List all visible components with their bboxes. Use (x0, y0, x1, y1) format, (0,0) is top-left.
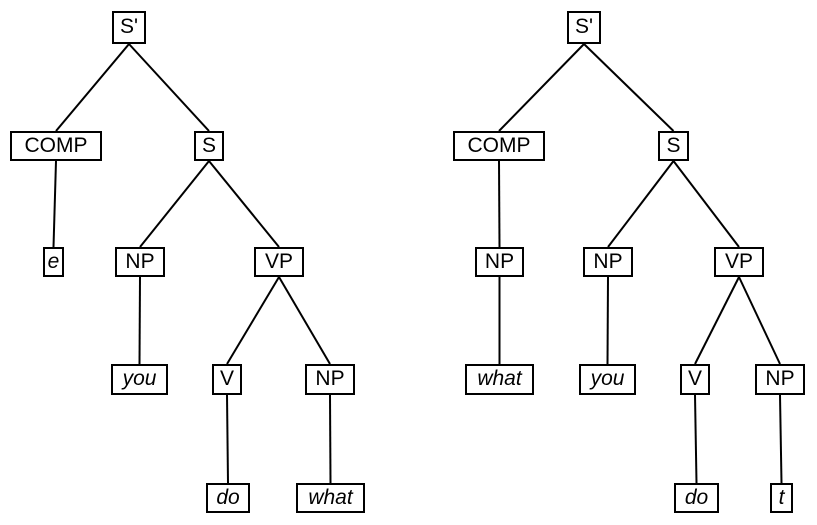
tree-edge-L-VP-to-L-V (226, 276, 280, 365)
tree-edge-R-Sbar-to-R-S (583, 43, 675, 132)
tree-node-label: V (219, 367, 234, 390)
tree-node-you: you (579, 364, 636, 395)
tree-edge-R-Sbar-to-R-COMP (498, 43, 585, 132)
tree-node-do: do (206, 483, 250, 513)
tree-node-label: t (778, 485, 785, 509)
tree-edge-R-COMP-to-R-NP0 (498, 160, 501, 248)
tree-node-vp: VP (254, 247, 304, 277)
tree-node-np: NP (305, 364, 355, 395)
tree-node-label: NP (765, 367, 795, 390)
tree-node-label: S (666, 133, 681, 157)
tree-node-you: you (111, 364, 168, 395)
tree-node-do: do (674, 483, 719, 513)
tree-node-what: what (296, 483, 365, 513)
tree-node-label: COMP (24, 133, 88, 157)
tree-edge-L-Sbar-to-L-COMP (55, 43, 130, 132)
tree-node-label: S' (119, 15, 139, 38)
tree-edge-R-NP2-to-R-t (779, 394, 783, 484)
tree-edge-R-S-to-R-VP (672, 160, 740, 248)
tree-edge-L-Sbar-to-L-S (128, 43, 210, 132)
tree-edge-L-S-to-L-VP (208, 160, 280, 248)
tree-edge-L-NP2-to-L-what (329, 394, 332, 484)
tree-node-label: what (477, 367, 522, 390)
tree-node-t: t (770, 483, 793, 513)
tree-node-label: do (216, 485, 240, 509)
tree-node-s: S (194, 131, 224, 161)
tree-node-label: VP (264, 249, 293, 273)
tree-node-label: you (122, 367, 157, 390)
tree-node-label: NP (315, 367, 345, 390)
tree-edge-R-V-to-R-do (694, 394, 698, 484)
tree-edge-L-V-to-L-do (226, 394, 229, 484)
tree-node-np: NP (755, 364, 805, 395)
tree-node-label: V (687, 367, 702, 390)
tree-edge-L-VP-to-L-NP2 (278, 276, 331, 365)
tree-edge-L-NP1-to-L-you (138, 276, 141, 365)
tree-node-v: V (680, 364, 710, 395)
tree-node-label: S' (574, 15, 594, 38)
tree-edge-L-COMP-to-L-e (52, 160, 57, 248)
tree-node-v: V (212, 364, 242, 395)
tree-node-e: e (43, 247, 64, 277)
tree-node-label: you (590, 367, 625, 390)
tree-node-label: COMP (467, 133, 531, 157)
tree-node-label: NP (484, 249, 515, 273)
tree-edge-R-VP-to-R-V (694, 276, 740, 365)
tree-node-sbar: S' (112, 11, 146, 44)
tree-node-label: NP (125, 249, 155, 273)
tree-edge-R-NP1-to-R-you (606, 276, 609, 365)
tree-node-comp: COMP (453, 131, 545, 161)
tree-node-label: NP (593, 249, 623, 273)
tree-node-s: S (658, 131, 689, 161)
tree-node-np: NP (475, 247, 524, 277)
tree-node-sbar: S' (567, 11, 601, 44)
tree-edge-R-S-to-R-NP1 (607, 160, 675, 248)
tree-node-label: do (684, 485, 709, 509)
tree-edge-L-S-to-L-NP1 (139, 160, 210, 248)
tree-node-vp: VP (714, 247, 764, 277)
tree-node-label: VP (724, 249, 753, 273)
tree-node-label: S (201, 133, 216, 157)
tree-edge-R-VP-to-R-NP2 (738, 276, 781, 365)
tree-node-what: what (465, 364, 534, 395)
tree-node-comp: COMP (10, 131, 102, 161)
tree-node-np: NP (583, 247, 633, 277)
tree-node-label: e (47, 249, 60, 273)
tree-node-label: what (308, 485, 353, 509)
tree-node-np: NP (115, 247, 165, 277)
